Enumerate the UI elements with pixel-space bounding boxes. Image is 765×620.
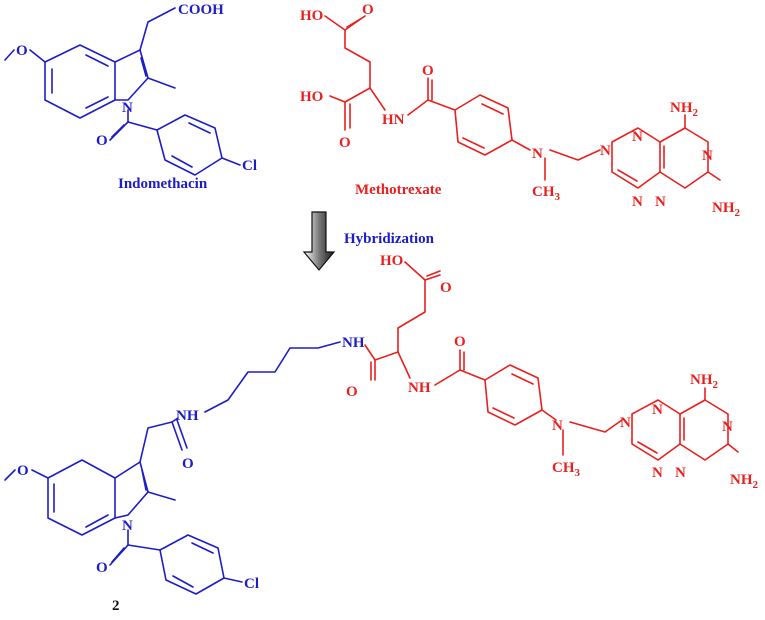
atom-label-ho: HO [380, 253, 403, 269]
atom-label-n: N [675, 465, 686, 481]
atom-label-o: O [454, 334, 466, 350]
atom-label-o: O [96, 560, 108, 576]
atom-label-hn: HN [382, 112, 405, 128]
atom-label-nh: NH [342, 335, 365, 351]
indomethacin-structure [4, 7, 241, 176]
atom-label-o: O [17, 463, 29, 479]
caption-hybridization: Hybridization [344, 231, 435, 247]
atom-label-n: N [722, 419, 733, 435]
down-arrow-icon [302, 211, 336, 271]
caption-indomethacin: Indomethacin [118, 176, 208, 192]
atom-label-cl: Cl [244, 576, 259, 592]
indomethacin-labels: COOH O N O Cl Indomethacin [16, 2, 257, 192]
atom-label-ho: HO [300, 8, 323, 24]
atom-label-n: N [600, 143, 611, 159]
compound-number: 2 [112, 598, 120, 614]
atom-label-o: O [16, 43, 28, 59]
hybrid-indomethacin-labels: O N O Cl O NH NH 2 [17, 335, 365, 614]
atom-label-n: N [655, 194, 666, 210]
atom-label-n: N [632, 194, 643, 210]
atom-label-o: O [182, 456, 194, 472]
atom-label-ho: HO [300, 89, 323, 105]
atom-label-nh2: NH2 [690, 372, 719, 391]
caption-methotrexate: Methotrexate [355, 182, 442, 198]
atom-label-ch3: CH3 [552, 460, 581, 479]
atom-label-n: N [552, 418, 563, 434]
hybrid-indomethacin-part [4, 341, 341, 595]
atom-label-o: O [422, 63, 434, 79]
atom-label-nh2: NH2 [730, 472, 759, 491]
atom-label-n: N [122, 518, 133, 534]
atom-label-o: O [339, 135, 351, 151]
atom-label-o: O [346, 384, 358, 400]
atom-label-n: N [532, 146, 543, 162]
atom-label-cl: Cl [242, 158, 257, 174]
atom-label-nh2: NH2 [712, 200, 741, 219]
hybrid-methotrexate-labels: HO O O NH O N CH3 N N N N N NH2 NH2 [346, 253, 759, 491]
atom-label-n: N [632, 129, 643, 145]
hybrid-methotrexate-part [364, 261, 739, 461]
methotrexate-structure [324, 15, 721, 189]
atom-label-n: N [702, 148, 713, 164]
atom-label-n: N [620, 415, 631, 431]
atom-label-nh: NH [176, 408, 199, 424]
atom-label-o: O [96, 133, 108, 149]
atom-label-n: N [652, 465, 663, 481]
atom-label-nh: NH [408, 380, 431, 396]
hybridization-arrow: Hybridization [302, 211, 435, 271]
atom-label-cooh: COOH [178, 2, 224, 18]
atom-label-n: N [652, 402, 663, 418]
methotrexate-labels: HO O HO O HN O N CH3 N N N N N NH2 NH2 M… [300, 2, 741, 219]
atom-label-n: N [122, 100, 133, 116]
atom-label-o: O [362, 2, 374, 18]
atom-label-o: O [440, 280, 452, 296]
atom-label-ch3: CH3 [532, 184, 561, 203]
atom-label-nh2: NH2 [670, 100, 699, 119]
